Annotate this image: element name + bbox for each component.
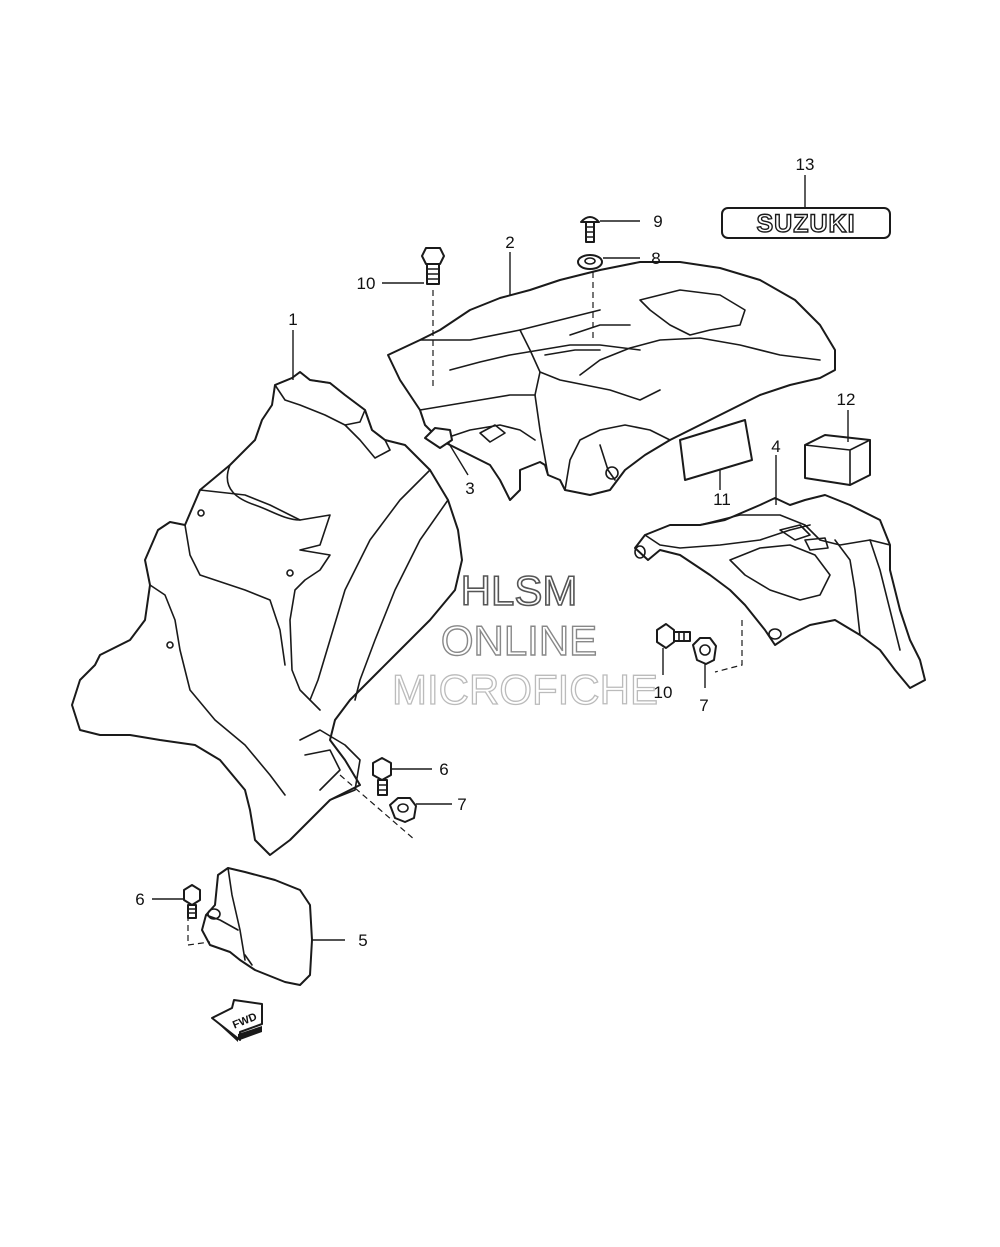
callout-6-mid: 6	[439, 760, 448, 779]
callout-6-lower: 6	[135, 890, 144, 909]
part-10-bolt-lower	[656, 623, 691, 675]
callout-9: 9	[653, 212, 662, 231]
callout-10-top: 10	[357, 274, 376, 293]
part-11-reflector	[679, 419, 753, 490]
callout-7-right: 7	[699, 696, 708, 715]
part-5-mud-flap	[187, 867, 345, 986]
callout-8: 8	[651, 249, 660, 268]
part-10-bolt-top	[382, 247, 445, 390]
fwd-arrow-icon: FWD	[211, 999, 263, 1042]
watermark-line3: MICROFICHE	[392, 666, 658, 713]
part-6-bolt-mid	[372, 757, 432, 796]
part-9-screw	[580, 216, 640, 243]
callout-4: 4	[771, 437, 780, 456]
emblem-text: SUZUKI	[756, 210, 855, 238]
callout-10-lower: 10	[654, 683, 673, 702]
watermark-line2: ONLINE	[441, 617, 597, 664]
part-8-washer	[577, 254, 640, 340]
part-7-grommet-mid	[339, 774, 452, 841]
callout-5: 5	[358, 931, 367, 950]
callout-12: 12	[837, 390, 856, 409]
callout-13: 13	[796, 155, 815, 174]
part-1-inner-fender	[71, 330, 463, 856]
part-3-clip	[424, 427, 469, 476]
watermark-line1: HLSM	[461, 567, 578, 614]
callout-11: 11	[713, 490, 731, 509]
part-2-rear-fender	[387, 252, 836, 501]
part-7-grommet-right	[692, 637, 717, 688]
watermark: HLSM ONLINE MICROFICHE	[391, 566, 658, 713]
callout-3: 3	[465, 479, 474, 498]
callout-1: 1	[288, 310, 297, 329]
part-6-bolt-lower	[152, 884, 201, 919]
part-13-emblem: SUZUKI	[721, 175, 891, 239]
callout-2: 2	[505, 233, 514, 252]
part-4-bracket	[634, 455, 926, 689]
callout-7-mid: 7	[457, 795, 466, 814]
part-12-block	[804, 410, 871, 486]
